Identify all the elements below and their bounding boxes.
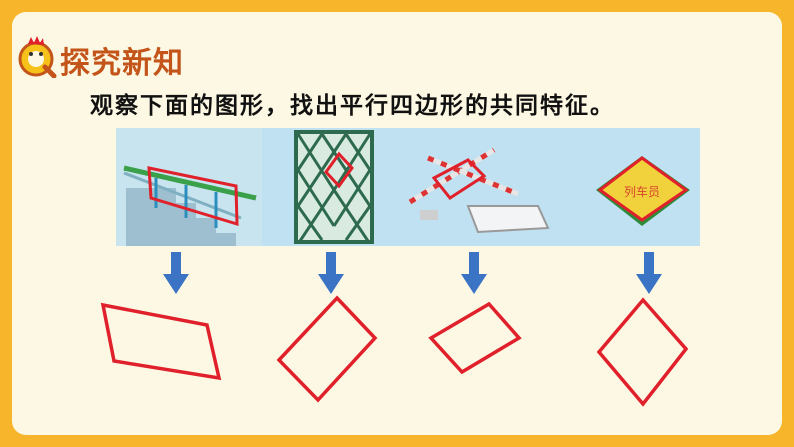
down-arrow-icon bbox=[318, 252, 344, 294]
railing-photo bbox=[116, 128, 262, 246]
barrier-photo bbox=[408, 147, 550, 234]
photo-strip: 列车员 bbox=[116, 128, 700, 246]
down-arrow-icon bbox=[163, 252, 189, 294]
section-title: 探究新知 bbox=[60, 46, 184, 81]
down-arrow-icon bbox=[636, 252, 662, 294]
badge-photo: 列车员 bbox=[596, 156, 690, 226]
down-arrow-icon bbox=[461, 252, 487, 294]
lattice-gate-photo bbox=[294, 130, 374, 244]
chick-q-icon bbox=[18, 36, 57, 78]
instruction-text: 观察下面的图形，找出平行四边形的共同特征。 bbox=[90, 93, 615, 119]
badge-text: 列车员 bbox=[624, 184, 660, 199]
